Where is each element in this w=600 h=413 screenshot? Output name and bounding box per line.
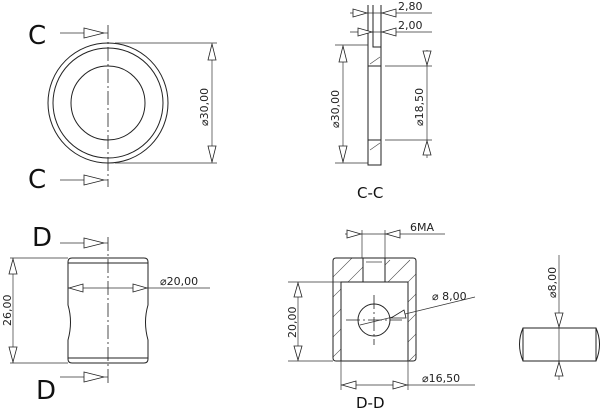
- section-cc-view: 2,80 2,00 ⌀30,00 ⌀18,50 C-C: [329, 0, 432, 202]
- dimension-outer-diameter: ⌀30,00: [329, 90, 342, 128]
- pin-body: [522, 327, 597, 362]
- front-view: C C ⌀30,00: [28, 21, 217, 195]
- section-label: C: [28, 21, 46, 51]
- pin-view: ⌀8,00: [519, 255, 600, 380]
- section-arrow-icon: [83, 237, 105, 249]
- section-arrow-icon: [83, 174, 105, 186]
- section-label: D: [32, 223, 52, 253]
- dimension-diameter: ⌀30,00: [198, 88, 211, 126]
- section-title: C-C: [357, 184, 383, 202]
- dimension-bore: ⌀16,50: [422, 372, 460, 385]
- dimension-diameter: ⌀8,00: [546, 267, 559, 298]
- section-arrow-icon: [83, 371, 105, 383]
- section-label: C: [28, 165, 46, 195]
- dimension-diameter: ⌀20,00: [160, 275, 198, 288]
- part-outline: [332, 257, 417, 362]
- dimension-height: 26,00: [1, 295, 14, 327]
- section-arrow-icon: [83, 27, 105, 39]
- side-view: D D 26,00 ⌀20,00: [1, 223, 210, 406]
- part-outline: [367, 5, 382, 166]
- dimension-thickness: 2,80: [398, 0, 423, 13]
- dimension-step: 2,00: [398, 19, 423, 32]
- dimension-height: 20,00: [286, 307, 299, 339]
- section-dd-view: 6MA 20,00 ⌀ 8,00 ⌀16,50 D-D: [286, 221, 476, 412]
- dimension-thread: 6MA: [410, 221, 434, 234]
- threaded-hole: [362, 257, 386, 283]
- section-title: D-D: [356, 394, 385, 412]
- section-label: D: [36, 376, 56, 406]
- dimension-inner-diameter: ⌀18,50: [413, 88, 426, 126]
- leader-line: [359, 296, 476, 326]
- dimension-hole: ⌀ 8,00: [432, 290, 467, 303]
- part-outline: [67, 257, 149, 364]
- hatching: [333, 258, 416, 361]
